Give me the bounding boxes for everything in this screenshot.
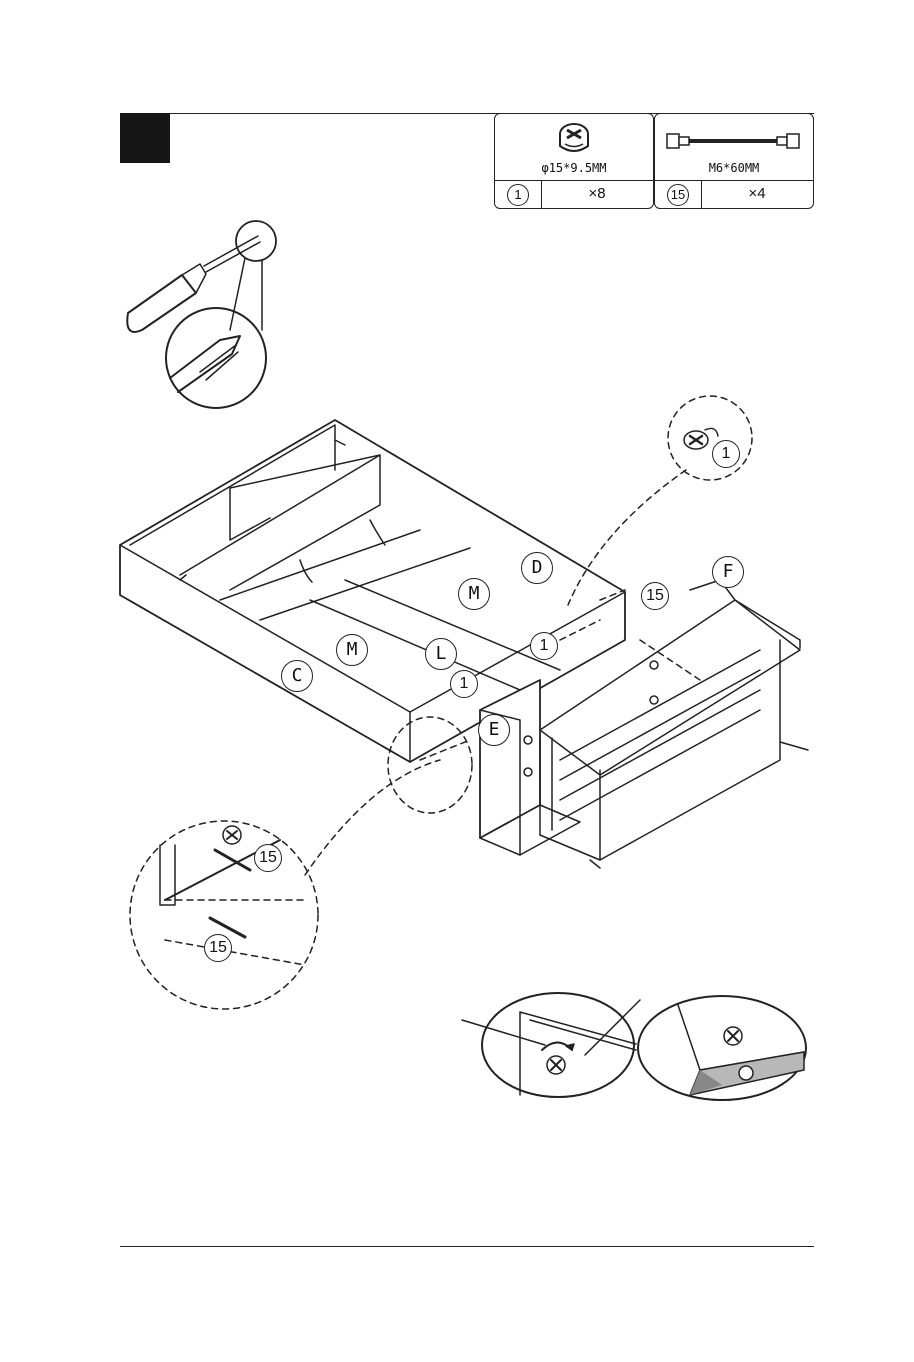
connecting-bolt-icon <box>160 826 280 937</box>
label-m-front: M <box>336 634 368 666</box>
label-m-back: M <box>458 578 490 610</box>
cam-lock-icon <box>684 428 718 449</box>
rotate-arrow-icon <box>462 993 640 1097</box>
label-part-1-mid: 1 <box>530 632 558 660</box>
label-c: C <box>281 660 313 692</box>
side-panel-e <box>480 680 580 855</box>
label-part-15-upper: 15 <box>254 844 282 872</box>
label-d: D <box>521 552 553 584</box>
label-part-1-front: 1 <box>450 670 478 698</box>
phillips-tip-icon <box>166 308 266 408</box>
label-l: L <box>425 638 457 670</box>
panel-edge-detail <box>638 996 806 1100</box>
label-part-1-detail: 1 <box>712 440 740 468</box>
label-f: F <box>712 556 744 588</box>
label-e: E <box>478 714 510 746</box>
label-part-15-lower: 15 <box>204 934 232 962</box>
cabinet-carcass <box>120 420 625 762</box>
label-part-15-rack: 15 <box>641 582 669 610</box>
screwdriver-icon <box>127 221 276 332</box>
